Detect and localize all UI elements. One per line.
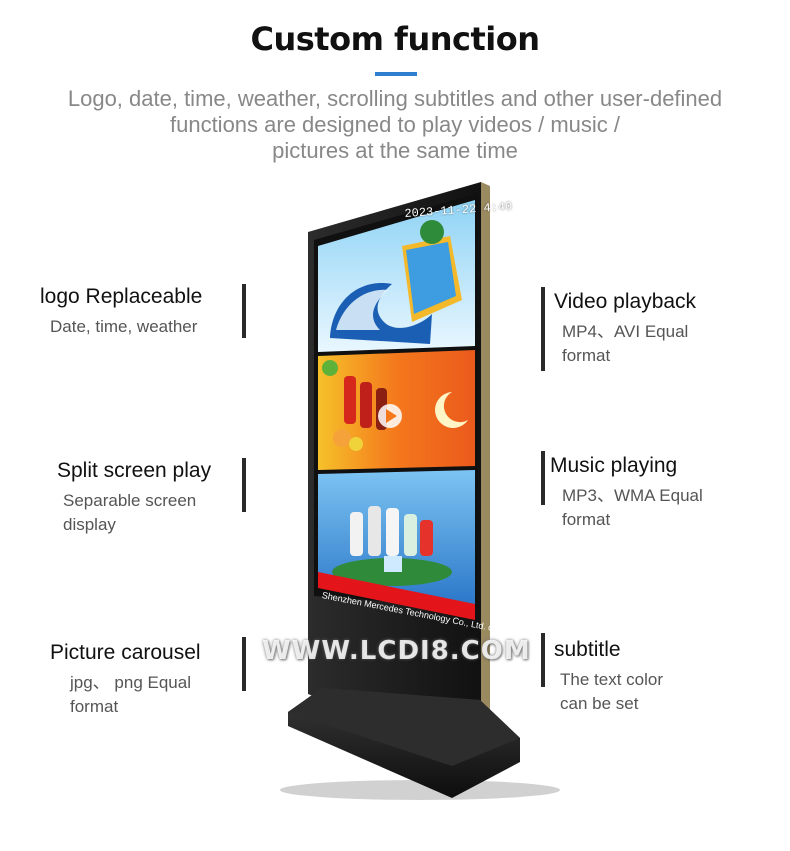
feature-desc-line: format [562, 510, 611, 529]
feature-desc-line: format [562, 346, 611, 365]
feature-desc: MP3、WMA Equal format [562, 484, 703, 532]
feature-desc: The text color can be set [560, 668, 663, 716]
bottle-graphic [360, 382, 372, 428]
page-subtitle: Logo, date, time, weather, scrolling sub… [40, 86, 750, 164]
feature-title: Video playback [554, 290, 697, 313]
subtitle-line: functions are designed to play videos / … [169, 112, 621, 137]
leaf-graphic [322, 360, 338, 376]
feature-desc-line: format [70, 697, 119, 716]
feature-desc-line: Separable screen [63, 491, 197, 510]
book-page [406, 242, 456, 314]
feature-picture-carousel: Picture carousel jpg、 png Equal format [50, 641, 201, 719]
feature-desc: Separable screen display [63, 489, 211, 537]
feature-title: logo Replaceable [40, 285, 203, 308]
moon-graphic [435, 392, 468, 428]
feature-desc-line: can be set [560, 694, 639, 713]
bottle-graphic [368, 506, 381, 556]
title-underline [375, 72, 417, 76]
fruit-graphic [349, 437, 363, 451]
feature-desc-line: MP4、AVI Equal [562, 322, 689, 341]
feature-divider [242, 284, 246, 338]
kiosk-base-top [288, 688, 520, 766]
floor-shadow [280, 780, 560, 800]
bottle-graphic [350, 512, 363, 556]
feature-divider [541, 451, 545, 505]
bottle-graphic [404, 514, 417, 556]
play-triangle-icon [386, 409, 397, 423]
feature-divider [541, 287, 545, 371]
ticker-strip [318, 572, 475, 620]
wave-foam [336, 289, 388, 330]
bottle-graphic [344, 376, 356, 424]
feature-title: Split screen play [57, 459, 212, 482]
page-title: Custom function [250, 20, 540, 58]
feature-video-playback: Video playback MP4、AVI Equal format [554, 290, 696, 368]
feature-divider [242, 637, 246, 691]
feature-desc-line: MP3、WMA Equal [562, 486, 703, 505]
feature-title: Music playing [550, 454, 678, 477]
feature-title: Picture carousel [50, 641, 201, 664]
feature-desc: MP4、AVI Equal format [562, 320, 696, 368]
feature-logo-replaceable: logo Replaceable Date, time, weather [40, 285, 202, 339]
palm-graphic [420, 220, 444, 244]
feature-split-screen: Split screen play Separable screen displ… [57, 459, 211, 537]
feature-subtitle: subtitle The text color can be set [554, 638, 663, 716]
feature-divider [242, 458, 246, 512]
feature-title: subtitle [554, 638, 621, 661]
feature-desc-line: The text color [560, 670, 663, 689]
feature-music-playing: Music playing MP3、WMA Equal format [550, 454, 703, 532]
feature-desc-line: Date, time, weather [50, 317, 198, 336]
watermark-text: WWW.LCDI8.COM [262, 636, 531, 666]
bottle-graphic [420, 520, 433, 556]
feature-divider [541, 633, 545, 687]
bottle-graphic [386, 508, 399, 556]
feature-desc-line: jpg、 png Equal [70, 673, 191, 692]
fruit-graphic [333, 429, 351, 447]
kiosk-side-edge [481, 182, 490, 760]
feature-desc-line: display [63, 515, 116, 534]
feature-desc: jpg、 png Equal format [70, 671, 201, 719]
feature-desc: Date, time, weather [50, 315, 202, 339]
waterfall-graphic [384, 556, 402, 572]
subtitle-line: Logo, date, time, weather, scrolling sub… [67, 86, 723, 111]
subtitle-line: pictures at the same time [272, 138, 518, 163]
